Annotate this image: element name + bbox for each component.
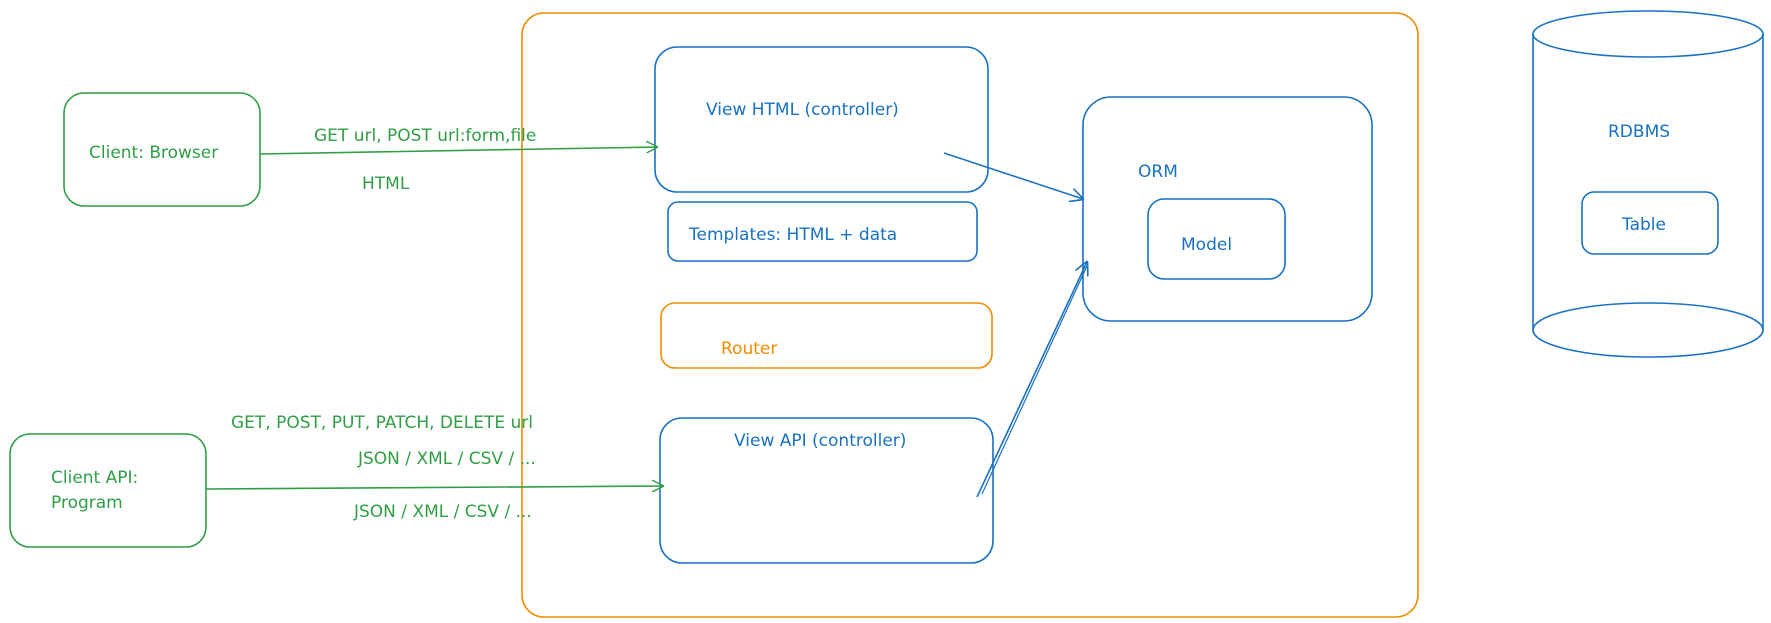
- table-box[interactable]: [1581, 191, 1719, 255]
- view-api-label: View API (controller): [734, 431, 906, 451]
- browser-to-view-html-arrow: [259, 147, 657, 155]
- rdbms-label: RDBMS: [1608, 122, 1670, 142]
- view-html-to-orm-arrow: [943, 152, 1083, 199]
- view-api-to-orm-arrow: [976, 262, 1087, 498]
- api-response-format-label: JSON / XML / CSV / ...: [353, 502, 532, 522]
- router-box[interactable]: [660, 302, 993, 369]
- browser-request-label: GET url, POST url:form,file: [314, 126, 536, 146]
- api-request-methods-label: GET, POST, PUT, PATCH, DELETE url: [231, 413, 533, 433]
- server-container: [521, 12, 1419, 618]
- model-label: Model: [1181, 235, 1232, 255]
- view-html-label: View HTML (controller): [706, 100, 899, 120]
- router-label: Router: [721, 339, 777, 359]
- client-api-box[interactable]: [9, 433, 207, 548]
- view-api-to-orm-arrow-sketch: [981, 265, 1088, 495]
- client-api-to-view-api-arrow: [205, 486, 663, 489]
- client-browser-box[interactable]: [63, 92, 261, 207]
- orm-box[interactable]: [1082, 96, 1373, 322]
- client-browser-label: Client: Browser: [89, 143, 218, 163]
- rdbms-cylinder[interactable]: [1532, 10, 1764, 358]
- templates-label: Templates: HTML + data: [688, 225, 897, 245]
- orm-label: ORM: [1138, 162, 1178, 182]
- table-label: Table: [1621, 215, 1666, 235]
- api-request-format-label: JSON / XML / CSV / ...: [357, 449, 536, 469]
- client-api-label-line2: Program: [51, 493, 123, 513]
- templates-box[interactable]: [667, 201, 978, 262]
- client-api-label-line1: Client API:: [51, 468, 138, 488]
- browser-response-label: HTML: [362, 174, 410, 194]
- model-box[interactable]: [1147, 198, 1286, 280]
- view-html-box[interactable]: [654, 46, 989, 193]
